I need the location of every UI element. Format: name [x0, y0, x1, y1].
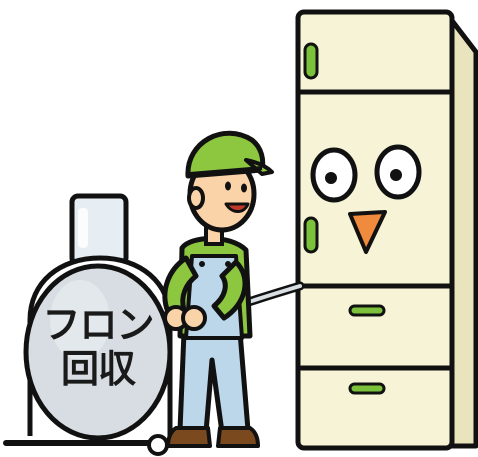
tank-label-line2: 回収: [61, 347, 136, 391]
worker-shoe-left: [166, 426, 212, 448]
worker-hand-right: [181, 305, 207, 331]
worker: [162, 130, 274, 448]
fridge-drawer-handle-2: [348, 382, 386, 395]
fridge-eyes: [310, 144, 422, 203]
worker-shoe-right: [216, 426, 260, 448]
fridge-top-handle: [303, 42, 319, 80]
fridge-main-handle: [303, 216, 319, 254]
worker-cap: [185, 130, 266, 179]
tank-label-line1: フロン: [42, 303, 153, 347]
fridge-drawer-handle-1: [348, 304, 386, 317]
refrigerator-character: [295, 9, 478, 451]
fridge-beak: [348, 210, 387, 254]
recovery-tank: フロン 回収: [3, 193, 203, 456]
